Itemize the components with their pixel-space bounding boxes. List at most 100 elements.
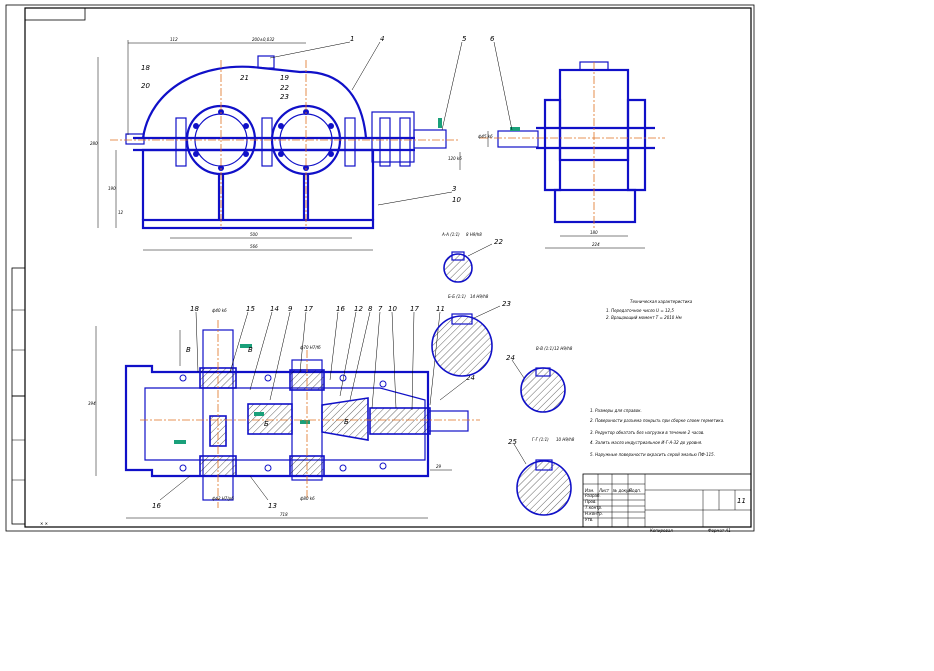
svg-text:Формат А1: Формат А1 xyxy=(708,528,731,533)
section-mark-v1: В xyxy=(186,346,191,354)
svg-text:1. Размеры для справок.: 1. Размеры для справок. xyxy=(590,408,642,413)
inner-drawing-frame xyxy=(24,7,752,528)
sheet-number: 11 xyxy=(737,497,746,505)
dim-input-shaft: ф40 k6 xyxy=(212,308,227,313)
dim-fit-1: ф42 H7/p6 xyxy=(212,496,234,501)
svg-text:Т.контр.: Т.контр. xyxy=(585,505,602,510)
section-b: Б-Б (1:1) 14 H9/h8 23 xyxy=(431,294,511,377)
dim-output-shaft: 120 k6 xyxy=(448,156,462,161)
dim-axis-height: 190 xyxy=(108,186,116,191)
svg-text:Б-Б (1:1): Б-Б (1:1) xyxy=(448,294,466,299)
side-housing-base xyxy=(553,188,637,224)
plan-callout-13: 13 xyxy=(268,502,277,510)
svg-text:3. Редуктор обкатать без нагру: 3. Редуктор обкатать без нагрузки в тече… xyxy=(590,430,705,435)
front-view: 112 200±0,032 280 190 12 500 566 120 k6 … xyxy=(90,35,467,251)
plan-callout-7: 7 xyxy=(378,305,383,313)
plan-callout-8: 8 xyxy=(368,305,373,313)
svg-text:Лист: Лист xyxy=(598,488,610,493)
dim-718: 718 xyxy=(280,512,288,517)
dim-base: 12 xyxy=(118,210,124,215)
dim-394: 394 xyxy=(88,401,96,406)
svg-text:Разраб.: Разраб. xyxy=(585,493,601,498)
housing-base xyxy=(141,218,375,230)
svg-text:24: 24 xyxy=(506,354,515,362)
dim-29: 29 xyxy=(436,464,442,469)
callout-5: 5 xyxy=(462,35,467,43)
svg-text:А-А (1:1): А-А (1:1) xyxy=(441,232,460,237)
dim-fit-2: ф70 H7/f6 xyxy=(300,345,321,350)
output-bearing xyxy=(369,407,431,435)
tech-spec: Техническая характеристика 1. Передаточн… xyxy=(606,299,693,320)
callout-22: 22 xyxy=(280,84,289,92)
callout-18: 18 xyxy=(141,64,150,72)
section-mark-b2: Б xyxy=(344,418,349,426)
svg-text:8 H9/h8: 8 H9/h8 xyxy=(466,232,482,237)
svg-text:10 H9/h8: 10 H9/h8 xyxy=(556,437,575,442)
svg-text:22: 22 xyxy=(494,238,503,246)
plan-callout-10: 10 xyxy=(388,305,397,313)
section-a: А-А (1:1) 8 H9/h8 22 xyxy=(441,232,503,283)
outer-sheet-border xyxy=(5,4,755,532)
svg-text:12 H9/h8: 12 H9/h8 xyxy=(554,346,573,351)
plan-callout-12: 12 xyxy=(354,305,363,313)
dim-center-distance: 200±0,032 xyxy=(252,37,275,42)
svg-text:№ докум.: № докум. xyxy=(612,488,633,493)
svg-text:14 H9/h8: 14 H9/h8 xyxy=(470,294,489,299)
callout-23: 23 xyxy=(280,93,289,101)
plan-view: 394 718 ф40 k6 ф42 H7/p6 ф70 H7/f6 ф80 k… xyxy=(88,305,480,519)
plan-callout-14: 14 xyxy=(270,305,279,313)
dim-height: 280 xyxy=(90,141,98,146)
left-filing-strip xyxy=(11,267,26,525)
side-shaft xyxy=(497,130,539,148)
svg-text:Г-Г (1:1): Г-Г (1:1) xyxy=(532,437,549,442)
corner-marks: ✕ ✕ xyxy=(40,521,48,526)
callout-1: 1 xyxy=(350,35,354,43)
plan-callout-24: 24 xyxy=(466,374,475,382)
dim-224: 224 xyxy=(592,242,600,247)
dim-180: 180 xyxy=(590,230,598,235)
svg-text:5. Наружные поверхности окраси: 5. Наружные поверхности окрасить серой э… xyxy=(590,452,715,457)
breather xyxy=(257,55,275,69)
callout-4: 4 xyxy=(380,35,384,43)
side-view: 180 224 ф45 k6 6 xyxy=(478,35,665,249)
flange-bolts xyxy=(175,117,411,167)
input-shaft-end xyxy=(125,133,145,145)
tech-requirements: 1. Размеры для справок. 2. Поверхности р… xyxy=(590,408,724,457)
callout-6: 6 xyxy=(490,35,495,43)
plan-callout-16: 16 xyxy=(336,305,345,313)
svg-text:1. Передаточное число U = 12,5: 1. Передаточное число U = 12,5 xyxy=(606,308,674,313)
callout-20: 20 xyxy=(141,82,150,90)
svg-text:Изм.: Изм. xyxy=(585,488,594,493)
svg-text:Н.контр.: Н.контр. xyxy=(585,511,603,516)
svg-text:2. Поверхности разъема покрыть: 2. Поверхности разъема покрыть при сборк… xyxy=(590,418,724,423)
plan-callout-17b: 17 xyxy=(410,305,419,313)
plan-housing xyxy=(124,364,430,478)
svg-text:Пров.: Пров. xyxy=(585,499,597,504)
section-v: В-В (1:1) 12 H9/h8 24 xyxy=(506,346,573,413)
svg-text:2. Вращающий момент Т = 2010 Н: 2. Вращающий момент Т = 2010 Нм xyxy=(606,315,682,320)
callout-19: 19 xyxy=(280,74,289,82)
tech-spec-title: Техническая характеристика xyxy=(630,299,693,304)
plan-callout-18: 18 xyxy=(190,305,199,313)
plan-callout-16b: 16 xyxy=(152,502,161,510)
svg-text:Копировал: Копировал xyxy=(650,528,673,533)
dim-fit-3: ф80 k6 xyxy=(300,496,315,501)
svg-text:23: 23 xyxy=(502,300,511,308)
plan-output-shaft xyxy=(427,410,469,432)
doc-number-box xyxy=(24,7,86,21)
svg-text:25: 25 xyxy=(508,438,517,446)
callout-21: 21 xyxy=(240,74,249,82)
dim-500: 500 xyxy=(250,232,258,237)
dim-shaft-dia: ф45 k6 xyxy=(478,134,493,139)
callout-10: 10 xyxy=(452,196,461,204)
svg-text:Подп.: Подп. xyxy=(629,488,641,493)
plan-callout-9: 9 xyxy=(288,305,293,313)
callout-3: 3 xyxy=(452,185,456,193)
svg-text:Утв.: Утв. xyxy=(585,517,593,522)
bevel-gear xyxy=(321,397,369,441)
title-block: Разраб. Пров. Т.контр. Н.контр. Утв. Изм… xyxy=(582,473,752,533)
section-mark-b1: Б xyxy=(264,420,269,428)
dim-566: 566 xyxy=(250,244,258,249)
